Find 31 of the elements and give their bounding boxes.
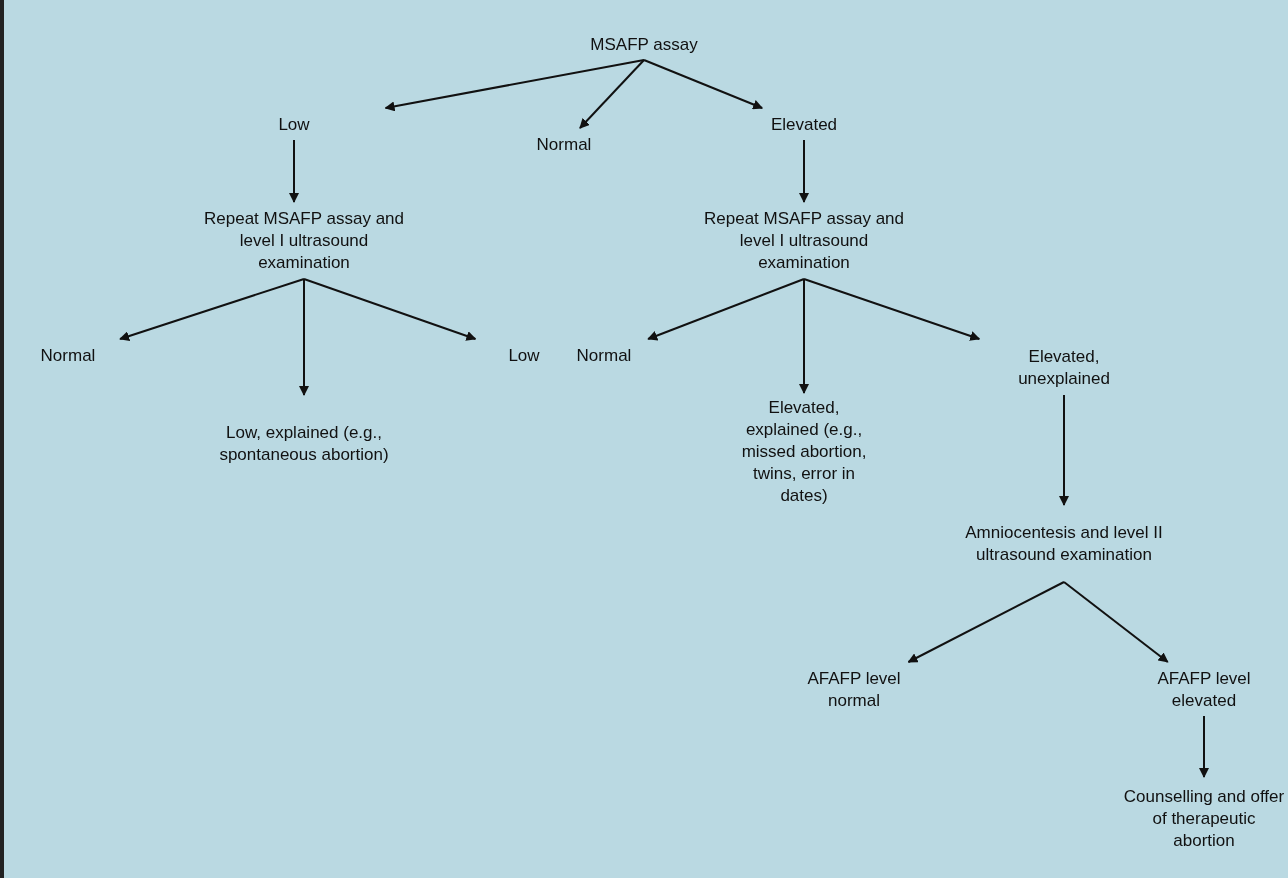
node-label: Low	[278, 114, 310, 136]
arrow	[803, 278, 981, 341]
node-label: Elevated, unexplained	[1017, 346, 1111, 390]
node-label: Normal	[536, 134, 592, 156]
node-label: Repeat MSAFP assay and level I ultrasound examination	[703, 208, 905, 274]
arrow	[907, 581, 1065, 663]
node-label: AFAFP level elevated	[1156, 668, 1252, 712]
node-label: Normal	[576, 345, 632, 367]
arrow	[1063, 581, 1169, 663]
node-label: Low, explained (e.g., spontaneous abortion)	[219, 422, 389, 466]
arrow	[647, 278, 805, 341]
node-label: Elevated, explained (e.g., missed abortion, twins, error in dates)	[740, 397, 868, 507]
arrow	[299, 278, 309, 396]
arrow	[289, 139, 299, 203]
arrow	[384, 59, 645, 112]
arrow	[1059, 394, 1069, 506]
node-label: Normal	[40, 345, 96, 367]
arrow	[799, 278, 809, 394]
node-label: Amniocentesis and level II ultrasound examination	[964, 522, 1164, 566]
node-label: MSAFP assay	[590, 34, 698, 56]
node-label: Counselling and offer of therapeutic abortion	[1122, 786, 1286, 852]
arrow	[579, 59, 645, 129]
node-label: Low	[508, 345, 540, 367]
arrow	[303, 278, 477, 341]
arrow	[119, 278, 305, 341]
node-label: Elevated	[770, 114, 838, 136]
arrow	[643, 59, 764, 110]
arrow	[1199, 715, 1209, 778]
node-label: AFAFP level normal	[806, 668, 902, 712]
node-label: Repeat MSAFP assay and level I ultrasound examination	[203, 208, 405, 274]
arrow	[799, 139, 809, 203]
